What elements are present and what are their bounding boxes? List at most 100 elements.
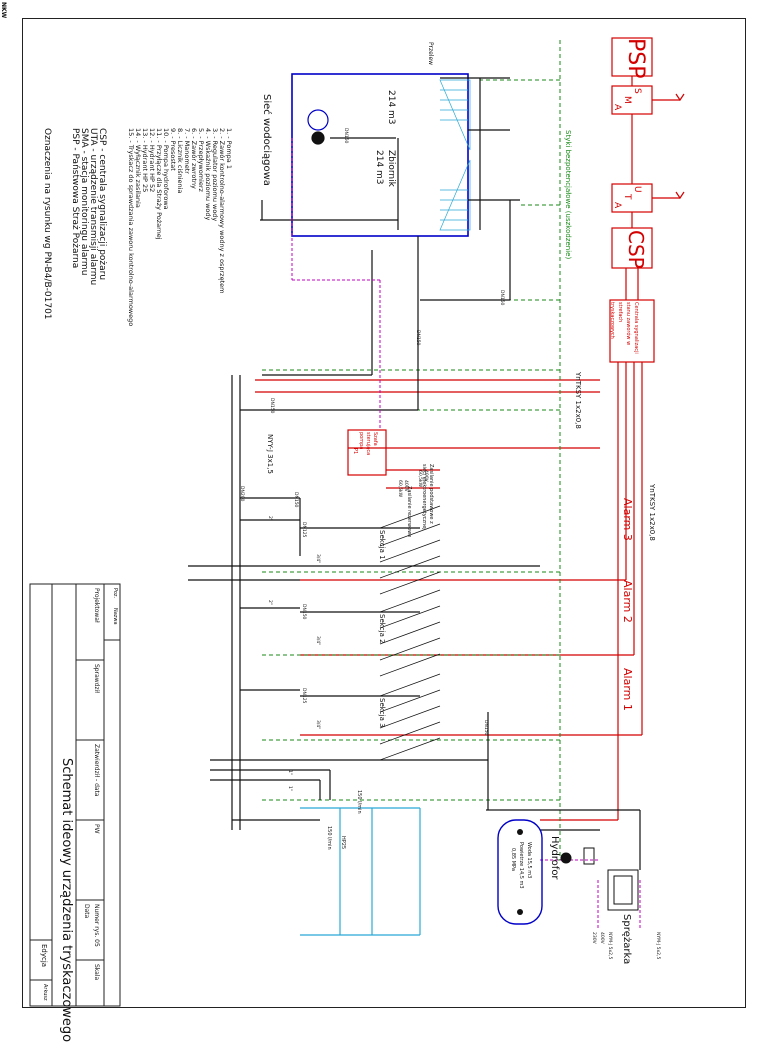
pipe-size: DN150 <box>415 330 420 346</box>
nyy-label: NYY-J 3x1,5 <box>266 434 274 474</box>
section-3-label: Sekcja 3 <box>378 698 386 728</box>
pump-controller-box <box>347 429 387 476</box>
hydrophore-vessel <box>497 819 543 925</box>
hydrant-flow-1: 150 l/min <box>356 790 362 814</box>
tank-volume-a: 214 m3 <box>386 90 396 125</box>
abbreviation-item: UTA - urządzenie transmisji alarmu <box>88 128 98 286</box>
pipe-size: 2" <box>267 516 272 521</box>
tb-pw: PW <box>93 824 100 834</box>
uta-label-a: A <box>612 202 622 209</box>
pipe-size: 1" <box>287 786 292 791</box>
compressor-cable-a: NYM-J 5x2,5 <box>655 932 660 960</box>
pipe-size: DN125 <box>301 688 306 704</box>
legend-item: 9. - Presostat <box>169 128 177 171</box>
legend-item: 3. - Regulator poziomu wody <box>211 128 219 222</box>
main-pipework <box>188 77 641 870</box>
tb-poz: Poz. <box>112 588 118 599</box>
hydrophore-volume: Woda 15,5 m3 <box>526 842 532 879</box>
hydrant-tag: HP25 <box>340 836 346 850</box>
water-supply-label: Sieć wodociągowa <box>261 94 272 186</box>
voltage-1: 400V <box>423 470 428 482</box>
tank-name: Zbiornik <box>386 150 396 187</box>
pipe-size: DN150 <box>499 290 504 306</box>
legend-item: 11. - Przyłącze dla Straży Pożarnej <box>155 128 163 240</box>
tb-projektowal: Projektował <box>93 588 100 623</box>
abbreviation-item: CSP - centrala sygnalizacji pożaru <box>97 128 107 281</box>
pipe-size: 3/4" <box>315 720 320 730</box>
legend-item: 13. - Hydrant HP 25 <box>141 128 149 193</box>
hydrant-flow-2: 150 l/min <box>326 826 332 850</box>
dry-contacts-label: Styki bezpotencjałowe (uszkodzenie) <box>564 130 572 260</box>
csp-label: CSP <box>624 230 648 269</box>
pipe-size: 2" <box>267 600 272 605</box>
legend-item: 7. - Manometr <box>183 128 191 174</box>
cable-label-1: YnTKSY 1x2x0,8 <box>574 372 582 429</box>
compressor-voltage-2: 230V <box>591 932 596 944</box>
signal-lines <box>250 40 561 861</box>
pipe-size: DN150 <box>301 604 306 620</box>
legend-item: 5. - Przepływomierz <box>197 128 205 192</box>
alarm-2-label: Alarm 2 <box>621 580 634 623</box>
legend-item: 6. - Zawór zwrotny <box>190 128 198 189</box>
abbreviations: CSP - centrala sygnalizacji pożaru UTA -… <box>70 128 107 286</box>
tb-numer: Numer rys. 05 <box>93 904 100 947</box>
legend-item: 8. - Licznik ciśnienia <box>176 128 184 194</box>
pipe-size: 1" <box>287 770 292 775</box>
alarm-3-label: Alarm 3 <box>621 498 634 541</box>
fire-alarm-wiring <box>255 37 685 821</box>
sprinkler-branches <box>379 505 441 761</box>
section-1-label: Sekcja 1 <box>378 530 386 560</box>
tb-data: Data <box>83 904 90 919</box>
supply-reserve-label: Zasilanie rezerwowe <box>406 486 412 538</box>
drawing-title: Schemat ideowy urządzenia tryskaczowego <box>59 758 74 1042</box>
legend-item: 12. - Hydrant HP 52 <box>148 128 156 193</box>
legend-item: 4. - Wskaźnik poziomu wody <box>204 128 212 221</box>
legend-item: 1. - Pompa 1 <box>225 128 233 169</box>
sma-label-s: S <box>632 88 642 94</box>
compressor-name: Sprężarka <box>621 914 632 965</box>
pipe-size: DN125 <box>301 522 306 538</box>
psp-label: PSP <box>623 38 648 79</box>
hydrophore-air: Powietrze 14,5 m3 <box>518 842 524 889</box>
compressor-shape <box>560 847 639 911</box>
hydrant-pipework <box>300 807 421 936</box>
tb-edycja: Edycja <box>40 944 48 968</box>
overflow-label: Przelew <box>427 42 434 66</box>
power-2: 60,5kW <box>397 480 402 498</box>
compressor-cable-b: NYM-J 5x2,5 <box>607 932 612 960</box>
tb-zatwierdzil: Zatwierdził - data <box>93 744 100 797</box>
pipe-size: DN150 <box>293 492 298 508</box>
legend-item: 10. - Pompa hydroforowa <box>162 128 170 210</box>
legend-item: 2. - Zawór kontrolno-alarmowy wodny z os… <box>218 128 226 294</box>
pipe-size: 3/4" <box>315 636 320 646</box>
drawing-frame <box>22 18 746 1008</box>
pump-controller-sub: P1 <box>352 448 358 455</box>
title-block-grid <box>29 583 121 1007</box>
uta-label-t: T <box>622 194 632 200</box>
sma-label-m: M <box>622 96 632 104</box>
tb-sprawdzil: Sprawdził <box>93 664 100 693</box>
legend-item: 14. - Wyłącznik zasilania <box>134 128 142 208</box>
voltage-2: 400V <box>403 480 408 492</box>
tb-nazwa: Nazwa <box>112 608 118 625</box>
alarm-1-label: Alarm 1 <box>621 668 634 711</box>
annunciator-box <box>609 299 655 363</box>
electric-lines <box>291 138 641 930</box>
hydrophore-pressure: 0,85 MPa <box>510 848 516 871</box>
pipe-size: DN150 <box>343 128 348 144</box>
tb-skala: Skala <box>93 964 100 981</box>
pipe-size: DN150 <box>269 398 274 414</box>
compressor-voltage: 400V <box>599 932 604 944</box>
power-1: 60,5kW <box>417 470 422 488</box>
hydrophore-name: Hydrofor <box>549 836 560 880</box>
pipe-size: DN200 <box>239 486 244 502</box>
annunciator-label: Centrala sygnalizacji stanu zaworów w st… <box>609 302 639 354</box>
abbreviation-item: PSP - Państwowa Straż Pożarna <box>70 128 80 269</box>
cable-label-2: YnTKSY 1x2x0,8 <box>648 484 656 541</box>
tank-volume-b: 214 m3 <box>374 150 384 185</box>
uta-label-u: U <box>632 186 642 193</box>
legend-item: 15. - Tryskacz do sprawdzania zaworu kon… <box>127 128 135 327</box>
pipe-size: DN150 <box>483 720 488 736</box>
